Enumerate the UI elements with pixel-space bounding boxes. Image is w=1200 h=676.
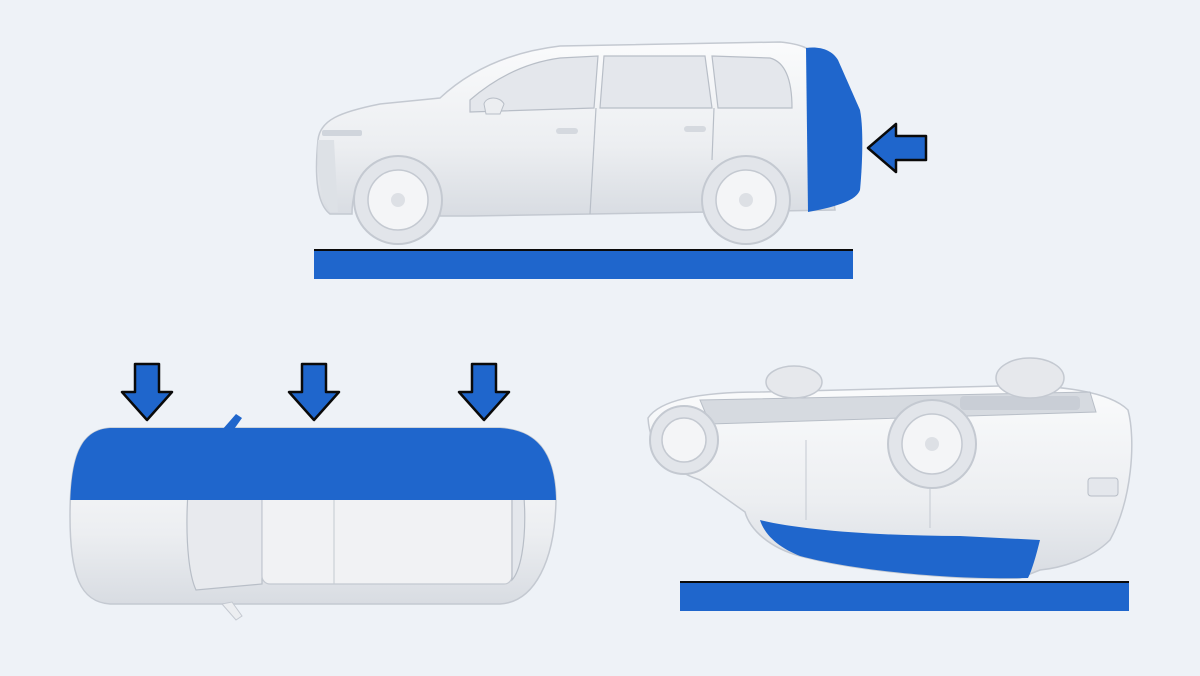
suv-upside-down <box>647 357 1133 580</box>
ground-bar-rear-impact <box>314 250 853 279</box>
panel-rear-impact <box>314 41 928 279</box>
upside-rear-wheel <box>887 399 977 489</box>
highlight-rear-end <box>806 47 863 212</box>
ground-bar-rollover <box>680 582 1129 611</box>
arrow-down-icon <box>457 362 511 422</box>
upside-far-wheel-2 <box>995 357 1065 399</box>
arrow-down-icon <box>287 362 341 422</box>
suv-top-view <box>69 414 557 621</box>
rear-wheel <box>701 155 791 245</box>
highlight-upper-half <box>70 428 556 500</box>
arrow-left-icon <box>866 122 928 174</box>
highlight-roof <box>760 520 1040 579</box>
suv-side-view <box>315 41 863 245</box>
arrow-down-icon <box>120 362 174 422</box>
upside-far-wheel-1 <box>765 365 823 399</box>
front-wheel <box>353 155 443 245</box>
upside-front-wheel <box>649 405 719 475</box>
panel-rollover <box>647 357 1133 611</box>
panel-roof-crush <box>69 362 557 621</box>
